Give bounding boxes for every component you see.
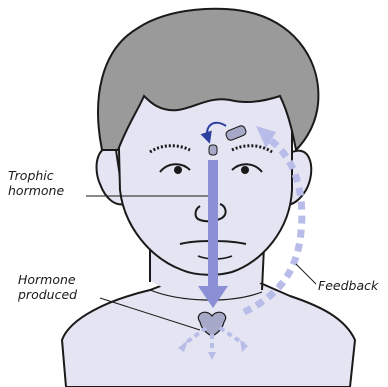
trophic-label-line1: Trophic (8, 168, 64, 183)
trophic-arrow-shaft (208, 160, 218, 286)
trophic-label-line2: hormone (8, 183, 64, 198)
pituitary (209, 145, 217, 155)
right-pupil (241, 166, 249, 174)
feedback-leader (296, 264, 316, 284)
feedback-label-text: Feedback (318, 278, 378, 293)
produced-label-line1: Hormone (18, 272, 77, 287)
feedback-label: Feedback (318, 278, 378, 293)
trophic-hormone-label: Trophic hormone (8, 168, 64, 198)
produced-label-line2: produced (18, 287, 77, 302)
hormone-produced-label: Hormone produced (18, 272, 77, 302)
left-pupil (174, 166, 182, 174)
